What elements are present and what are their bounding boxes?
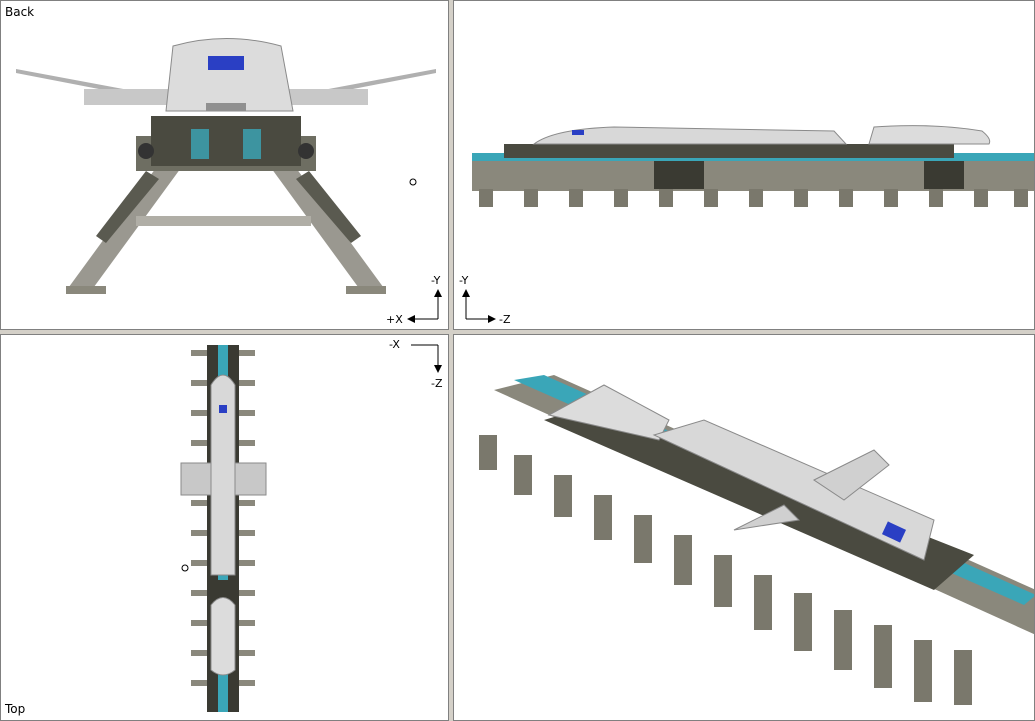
axis-label-horizontal: -Z [499,313,511,326]
viewport-perspective[interactable] [453,334,1035,721]
perspective-view-model [479,375,1034,705]
viewport-label-back: Back [5,5,35,19]
viewport-back[interactable]: Back -Y +X [0,0,449,330]
axis-gizmo-back [407,289,442,323]
axis-label-vertical: -Z [431,377,443,390]
viewport-top[interactable]: Top -X -Z [0,334,449,721]
side-view-model [472,125,1034,207]
back-view-model [16,38,436,294]
viewport-label-top: Top [5,702,26,716]
axis-label-vertical: -Y [459,274,469,287]
axis-label-horizontal: +X [386,313,403,326]
viewport-side[interactable]: -Y -Z [453,0,1035,330]
axis-gizmo-top [411,344,442,373]
axis-gizmo-side [462,289,496,323]
cursor-marker [181,564,189,572]
axis-label-vertical: -Y [431,274,441,287]
axis-label-horizontal: -X [389,338,400,351]
cursor-marker [409,178,417,186]
top-view-model [180,345,267,712]
